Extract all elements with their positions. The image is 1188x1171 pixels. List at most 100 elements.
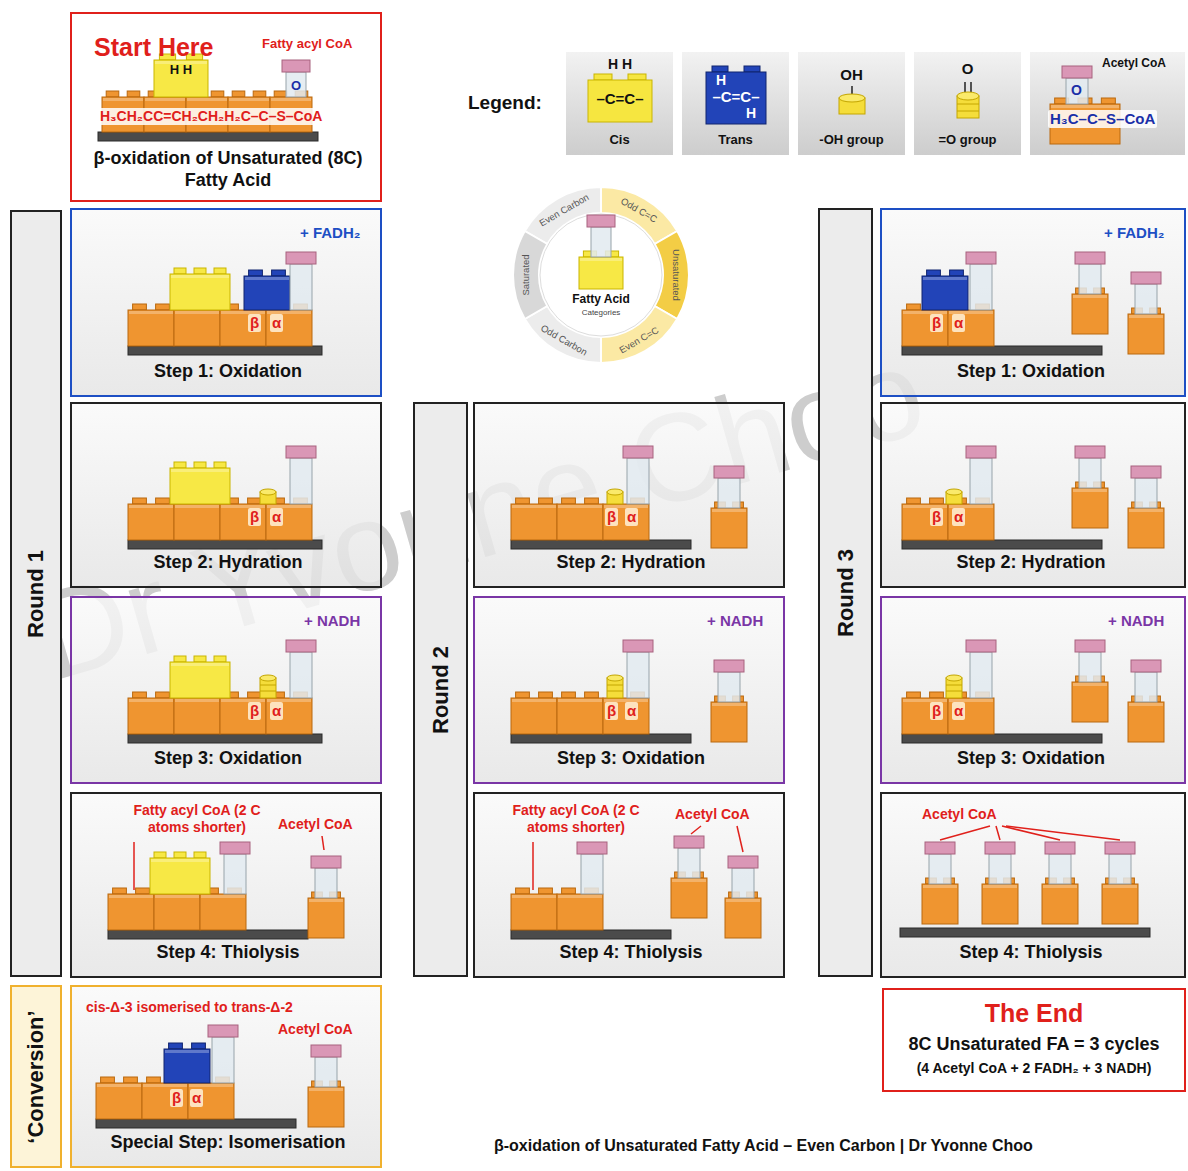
lego-brick — [711, 508, 747, 548]
clear-column — [290, 652, 312, 698]
lego-brick — [1128, 508, 1164, 548]
clear-column — [290, 458, 312, 504]
carbon-label: β — [930, 702, 943, 720]
lego-brick — [174, 504, 220, 540]
leader-line — [133, 842, 135, 890]
brick-highlight — [923, 277, 967, 280]
carbon-label: β — [170, 1089, 183, 1107]
clear-column — [627, 458, 649, 504]
lego-brick — [902, 504, 948, 540]
note-label: cis-Δ-3 isomerised to trans-Δ-2 — [86, 999, 293, 1016]
lego-brick — [200, 894, 246, 930]
lego-brick — [150, 858, 210, 894]
clear-column — [1135, 284, 1157, 314]
group-label: OH — [798, 66, 905, 84]
lego-brick — [902, 698, 948, 734]
lego-stud — [744, 66, 760, 72]
lego-brick — [164, 1049, 210, 1083]
bond-line — [970, 82, 972, 92]
legend-heading: Legend: — [468, 92, 542, 115]
lego-plate — [128, 346, 322, 355]
product-label: Acetyl CoA — [278, 1021, 353, 1038]
lego-brick — [128, 504, 174, 540]
pink-tile — [286, 446, 316, 458]
brick-highlight — [175, 699, 219, 702]
step-panel: βαStep 2: Hydration — [70, 402, 382, 588]
brick-highlight — [309, 899, 343, 902]
lego-stud — [194, 852, 206, 858]
clear-column — [989, 854, 1011, 884]
pink-tile — [985, 842, 1015, 854]
atom-label: H — [716, 72, 726, 89]
lego-stud — [154, 852, 166, 858]
brick-highlight — [1103, 885, 1137, 888]
lego-stud — [274, 91, 287, 97]
carbon-label: β — [248, 702, 261, 720]
oxo-ridge — [260, 691, 276, 692]
lego-stud — [169, 1043, 183, 1049]
pink-tile — [282, 60, 310, 72]
clear-column — [581, 854, 603, 894]
lego-brick — [220, 698, 266, 734]
lego-brick — [948, 698, 994, 734]
leader-line — [1006, 826, 1120, 840]
lego-stud — [585, 692, 599, 698]
lego-brick — [1128, 702, 1164, 742]
brick-highlight — [245, 277, 289, 280]
step-panel: Acetyl CoAStep 4: Thiolysis — [880, 792, 1186, 978]
lego-brick — [603, 504, 649, 540]
lego-stud — [585, 498, 599, 504]
carbon-label: α — [952, 314, 965, 332]
step-label: Step 1: Oxidation — [72, 361, 384, 383]
oxo-ridge — [607, 685, 623, 686]
lego-plate — [128, 540, 322, 549]
group-label: O — [914, 60, 1021, 78]
leader-line — [1002, 826, 1060, 840]
lego-brick — [557, 894, 603, 930]
clear-column — [1066, 78, 1088, 104]
step-label: Step 2: Hydration — [475, 552, 787, 574]
caption: β-oxidation of Unsaturated Fatty Acid – … — [494, 1136, 1033, 1155]
pink-tile — [925, 842, 955, 854]
step-label: Step 4: Thiolysis — [72, 942, 384, 964]
step-panel: + FADH₂βαStep 1: Oxidation — [880, 208, 1186, 397]
round-label: Round 3 — [832, 549, 858, 637]
subtitle: β-oxidation of Unsaturated (8C) Fatty Ac… — [92, 148, 364, 191]
lego-brick — [948, 504, 994, 540]
step-label: Step 3: Oxidation — [878, 748, 1184, 770]
lego-plate — [902, 346, 1102, 355]
pink-tile — [1131, 466, 1161, 478]
oxo-ridge — [946, 685, 962, 686]
legend-tile: -OH groupOH — [798, 52, 905, 155]
lego-brick — [308, 1087, 344, 1127]
brick-highlight — [201, 895, 245, 898]
pink-tile — [1105, 842, 1135, 854]
brick-highlight — [1129, 315, 1163, 318]
lego-stud — [174, 268, 186, 274]
brick-highlight — [129, 505, 173, 508]
lego-brick — [922, 276, 968, 310]
lego-brick — [266, 698, 312, 734]
carbon-label: α — [190, 1089, 203, 1107]
leader-line — [691, 826, 701, 834]
lego-plate — [902, 540, 1102, 549]
step-panel: + NADHβαStep 3: Oxidation — [70, 596, 382, 784]
lego-brick — [308, 898, 344, 938]
lego-plate — [511, 540, 691, 549]
brick-highlight — [165, 1050, 209, 1053]
pink-tile — [674, 836, 704, 848]
lego-stud — [249, 270, 263, 276]
clear-column — [224, 854, 246, 894]
lego-brick — [922, 884, 958, 924]
pink-tile — [966, 252, 996, 264]
brick-highlight — [171, 469, 229, 472]
round-label: Round 1 — [23, 550, 49, 638]
legend-label: =O group — [914, 132, 1021, 148]
lego-plate — [96, 1119, 296, 1128]
lego-stud — [516, 692, 530, 698]
oxo-ridge — [260, 685, 276, 686]
lego-brick — [982, 884, 1018, 924]
oxo-piece-top — [946, 675, 962, 681]
oxo-ridge — [607, 691, 623, 692]
clear-column — [718, 478, 740, 508]
